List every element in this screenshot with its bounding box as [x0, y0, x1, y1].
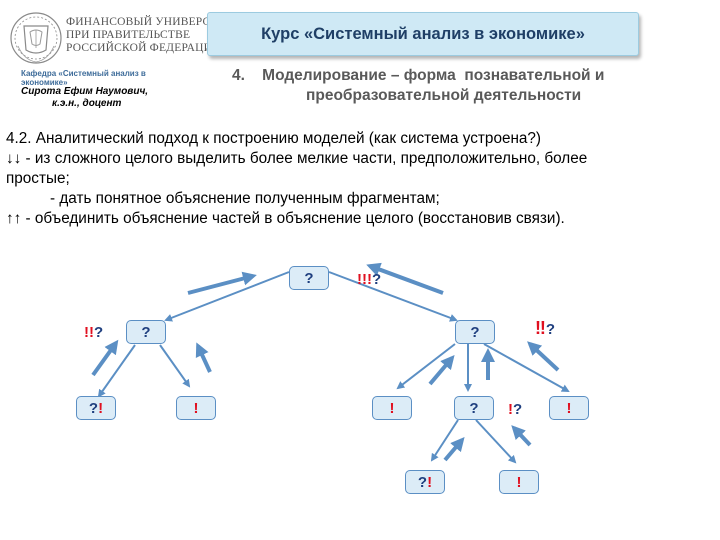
university-logo — [10, 10, 190, 66]
edge-root-left — [164, 271, 290, 322]
arrow-up-rml — [443, 436, 465, 462]
edge-left-ll — [97, 344, 136, 398]
edge-root-right — [328, 271, 458, 322]
tree-node-left: ? — [126, 320, 166, 344]
tree-node-right: ? — [455, 320, 495, 344]
edge-right-rl — [396, 343, 456, 390]
text-line-1: 4.2. Аналитический подход к построению м… — [6, 130, 542, 147]
arrow-up-right — [366, 262, 444, 295]
text-line-4: - дать понятное объяснение полученным фр… — [50, 190, 440, 207]
arrow-up-rmr — [511, 425, 532, 447]
tree-node-rml: ?! — [405, 470, 445, 494]
course-title: Курс «Системный анализ в экономике» — [261, 24, 585, 43]
text-line-2: ↓↓ - из сложного целого выделить более м… — [6, 150, 588, 167]
edge-left-lr — [159, 344, 191, 388]
tree-node-lr: ! — [176, 396, 216, 420]
arrow-up-left — [187, 271, 257, 295]
text-line-5: ↑↑ - объединить объяснение частей в объя… — [6, 210, 565, 227]
edge-rm-rmr — [475, 419, 517, 464]
tree-node-root: ? — [289, 266, 329, 290]
tree-node-rr: ! — [549, 396, 589, 420]
body-text: 4.2. Аналитический подход к построению м… — [6, 129, 706, 229]
tree-node-rl: ! — [372, 396, 412, 420]
author-name: Сирота Ефим Наумович, — [21, 86, 149, 97]
mark-right: ‼? — [535, 318, 556, 338]
arrow-up-ll — [91, 339, 119, 377]
edge-right-rr — [483, 343, 570, 392]
mark-rm: !? — [508, 401, 523, 418]
mark-left: !!? — [84, 324, 104, 341]
course-title-banner: Курс «Системный анализ в экономике» — [207, 12, 639, 56]
tree-node-rm: ? — [454, 396, 494, 420]
topic-line-2: преобразовательной деятельности — [306, 87, 582, 104]
author-degree: к.э.н., доцент — [52, 98, 122, 109]
arrow-up-lr — [195, 342, 212, 373]
topic-line-1: 4. Моделирование – форма познавательной … — [232, 67, 605, 84]
tree-edges — [97, 271, 570, 464]
bottom-up-arrows — [91, 262, 560, 462]
tree-node-ll: ?! — [76, 396, 116, 420]
tree-node-rmr: ! — [499, 470, 539, 494]
arrow-up-rl — [428, 354, 455, 386]
author-block: Сирота Ефим Наумович, к.э.н., доцент — [21, 86, 148, 110]
university-name: ФИНАНСОВЫЙ УНИВЕРСИТЕТ ПРИ ПРАВИТЕЛЬСТВЕ… — [66, 16, 241, 54]
topic-heading: 4. Моделирование – форма познавательной … — [232, 66, 604, 106]
department-label: Кафедра «Системный анализ в экономике» — [21, 69, 146, 87]
mark-root: !!!? — [357, 271, 382, 288]
edge-rm-rml — [430, 419, 459, 462]
text-line-3: простые; — [6, 170, 70, 187]
emblem-icon — [10, 12, 62, 64]
arrow-up-rr — [527, 341, 560, 372]
